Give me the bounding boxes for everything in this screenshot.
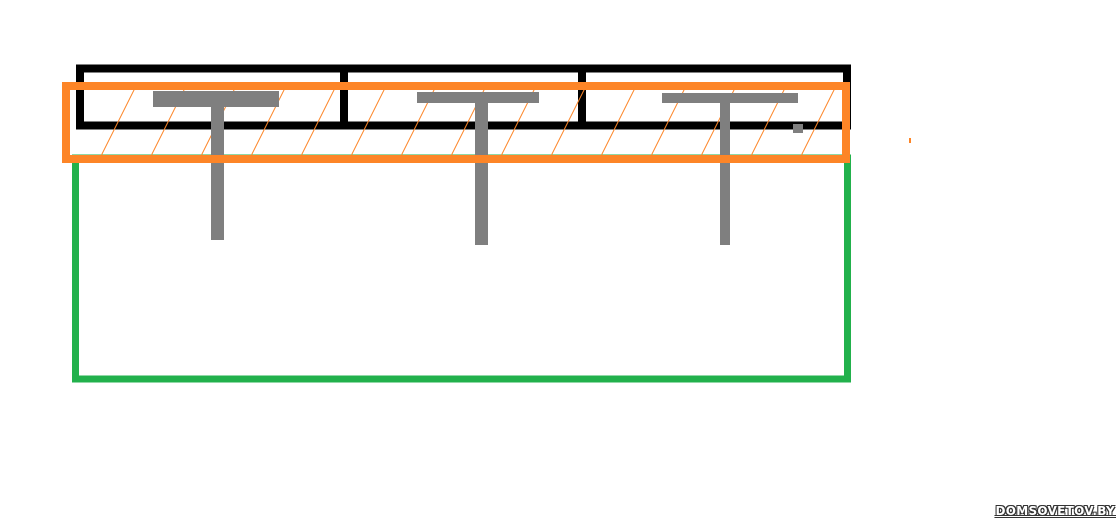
frame-divider-2	[578, 66, 586, 126]
hatch-line	[799, 86, 837, 158]
small-block	[793, 124, 803, 133]
hatch-line	[249, 86, 287, 158]
orange-dot	[909, 138, 911, 143]
hatch-line	[850, 86, 886, 158]
frame-divider-1	[340, 66, 348, 126]
watermark: DOMSOVETOV.BY	[995, 504, 1115, 518]
t-beam-2	[417, 92, 539, 245]
insulation-outline	[62, 82, 850, 163]
t-beam-3	[662, 93, 798, 245]
foundation-outline	[72, 154, 851, 383]
hatch-line	[99, 86, 137, 158]
hatch-line	[599, 86, 637, 158]
hatch-line	[299, 86, 337, 158]
t-beam-1	[153, 91, 279, 240]
hatch-line	[549, 86, 587, 158]
hatch-line	[349, 86, 387, 158]
